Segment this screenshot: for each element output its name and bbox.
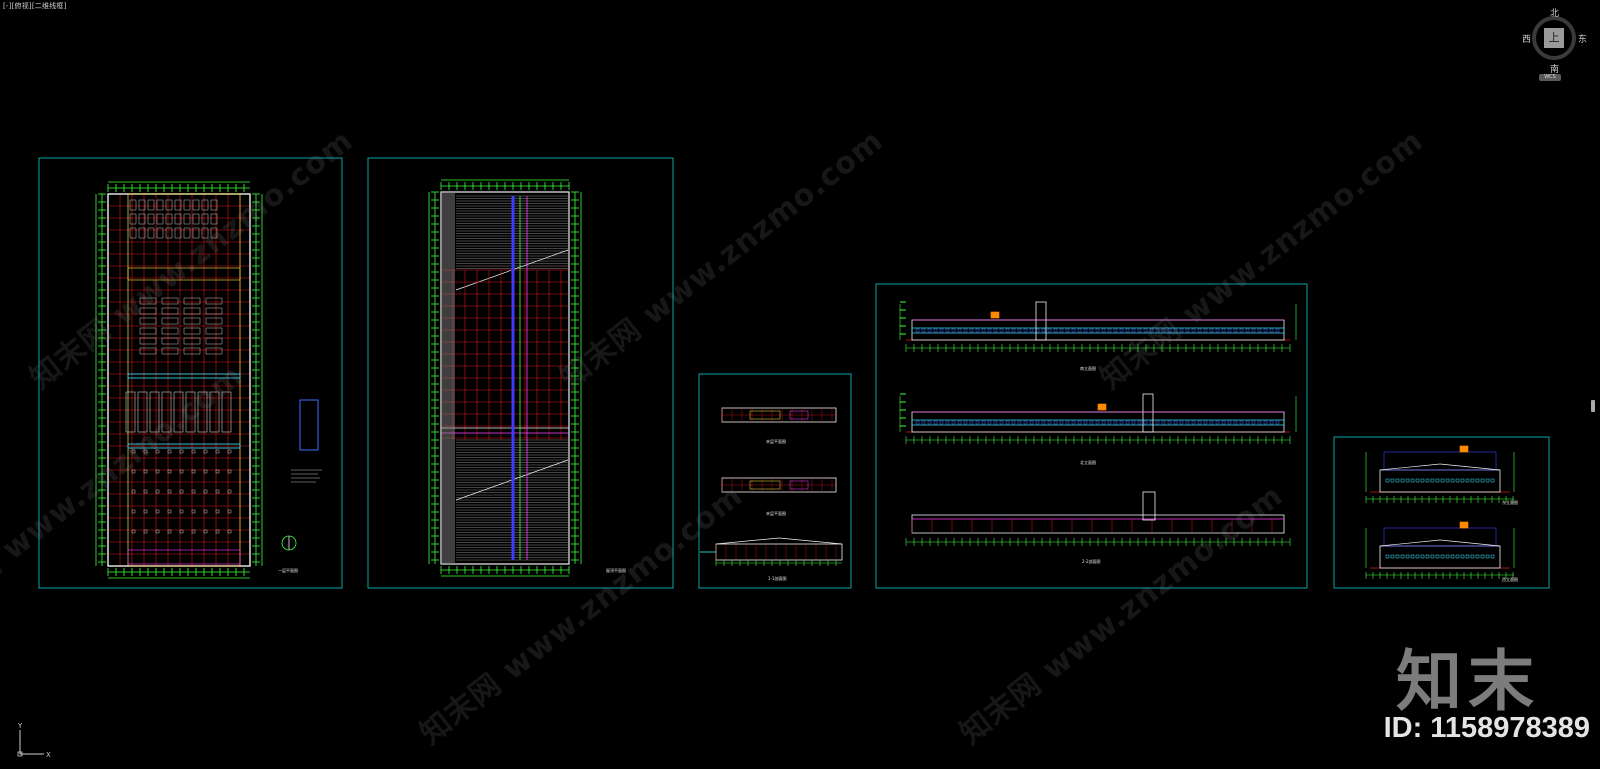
- sheet-elevations: [875, 283, 1308, 589]
- sheet-floor-plan: [38, 157, 343, 589]
- compass-north[interactable]: 北: [1550, 9, 1560, 19]
- watermark-logo: 知末: [1396, 643, 1540, 720]
- wcs-menu-button[interactable]: WCS: [1539, 74, 1561, 81]
- sheet-caption: 南立面图: [1080, 366, 1096, 371]
- compass-west[interactable]: 西: [1522, 35, 1532, 45]
- compass-east[interactable]: 东: [1578, 35, 1588, 45]
- sheet-caption: 北立面图: [1080, 460, 1096, 465]
- compass-south[interactable]: 南: [1550, 65, 1560, 75]
- viewcube[interactable]: 上 北 南 东 西: [1522, 8, 1588, 75]
- sheet-caption: 一层平面图: [278, 568, 298, 573]
- svg-text:Y: Y: [17, 722, 23, 730]
- sheet-caption: 东立面图: [1502, 500, 1518, 505]
- sheet-caption: 夹层平面图: [766, 439, 786, 444]
- watermark-id: ID: 1158978389: [1383, 712, 1590, 744]
- compass-ring[interactable]: [1532, 16, 1576, 60]
- viewcube-top-face[interactable]: 上: [1544, 28, 1564, 48]
- sheet-side-elevations: [1333, 436, 1550, 589]
- ucs-icon: Y X: [17, 722, 51, 759]
- svg-text:X: X: [46, 751, 51, 759]
- vertical-scrollbar-thumb[interactable]: [1591, 400, 1595, 412]
- sheet-caption: 2-2剖面图: [1082, 559, 1101, 564]
- sheet-caption: 西立面图: [1502, 577, 1518, 582]
- sheet-caption: 屋顶平面图: [606, 568, 626, 573]
- sheet-caption: 夹层平面图: [766, 511, 786, 516]
- sheet-mezzanine-section: [698, 373, 852, 589]
- sheet-roof-plan: [367, 157, 674, 589]
- sheet-caption: 1-1剖面图: [768, 576, 787, 581]
- viewport-controls-label[interactable]: [-][俯视][二维线框]: [3, 2, 67, 10]
